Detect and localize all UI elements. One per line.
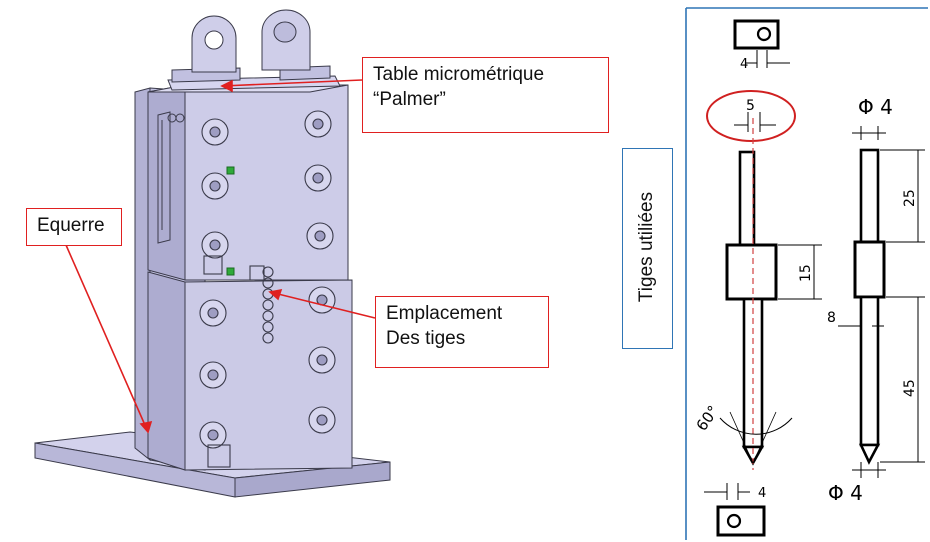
dim-label-sensor-bottom: 4 (758, 486, 766, 501)
dim-label-tip-angle: 60° (693, 402, 723, 434)
callout-table-line1: Table micrométrique (373, 64, 545, 85)
dim-rod-width (734, 112, 776, 132)
rod-right (853, 148, 886, 465)
green-marker-lower (226, 267, 235, 276)
side-groove (157, 111, 185, 244)
leader-lines (65, 79, 376, 434)
dim-label-diameter-top: Φ 4 (858, 95, 893, 119)
dim-label-diameter-bottom: Φ 4 (828, 481, 863, 505)
dim-collar-height (778, 244, 822, 300)
screw-holes (199, 110, 336, 449)
callout-emplacement: Emplacement Des tiges (375, 296, 549, 368)
label-box-tiges (622, 148, 673, 349)
sensor-symbol-bottom (716, 505, 766, 537)
dim-label-rod-width: 5 (746, 98, 755, 114)
dim-diameter-bottom (852, 462, 886, 478)
tip-angle-arc (719, 417, 793, 435)
callout-emplacement-line2: Des tiges (386, 328, 466, 349)
callout-emplacement-line1: Emplacement (386, 303, 503, 324)
dim-lengths (838, 149, 925, 463)
rod-slots (203, 255, 274, 468)
green-marker-upper (226, 166, 235, 175)
dim-label-length-top: 25 (902, 189, 918, 207)
callout-table-micrometrique: Table micrométrique “Palmer” (362, 57, 609, 133)
dim-label-length-bottom: 45 (902, 379, 918, 397)
dim-label-collar-height: 15 (798, 264, 814, 282)
rod-left (725, 150, 778, 466)
dim-label-collar-offset: 8 (827, 310, 836, 326)
callout-equerre: Equerre (26, 208, 122, 246)
callout-equerre-label: Equerre (37, 215, 105, 236)
dim-sensor-bottom (704, 483, 750, 500)
highlight-ellipse (706, 90, 796, 142)
dim-diameter-top (852, 126, 886, 140)
palmer-table (167, 65, 341, 91)
callout-table-line2: “Palmer” (373, 89, 446, 110)
sensor-symbol-top (733, 19, 780, 50)
label-tiges-utilisees: Tiges utiliées (636, 191, 657, 303)
ear-right (261, 9, 311, 71)
dim-sensor-top (746, 50, 790, 68)
ear-left (191, 15, 237, 73)
dim-label-sensor-top: 4 (740, 57, 748, 72)
